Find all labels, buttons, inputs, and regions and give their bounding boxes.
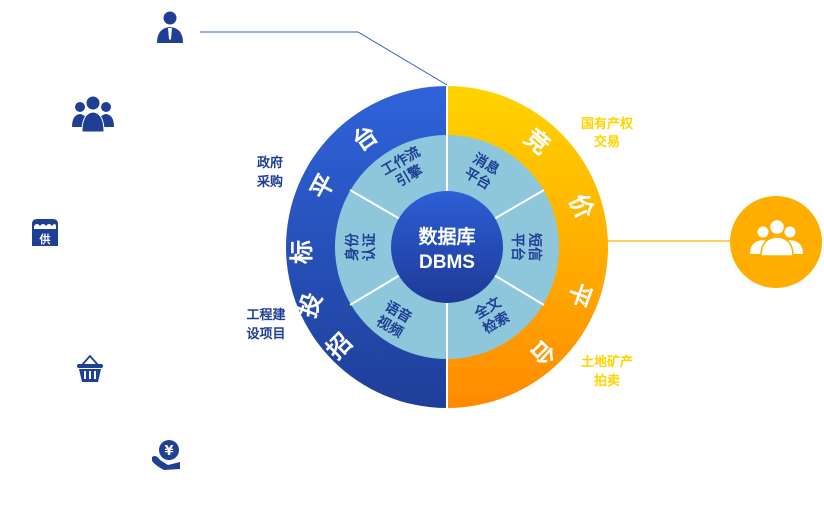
inner-segment-identity-line2: 认证 bbox=[361, 233, 378, 261]
shopping-basket-icon bbox=[77, 354, 103, 382]
center-circle bbox=[391, 191, 503, 303]
inner-ring-dividers bbox=[349, 86, 545, 408]
store-label: 供 bbox=[39, 232, 51, 246]
right-user-group-icon bbox=[730, 196, 822, 288]
side-label-state-property-line2: 交易 bbox=[594, 134, 620, 150]
outer-char-left-3: 标 bbox=[288, 240, 316, 264]
connector-line-top bbox=[200, 31, 448, 86]
yen-hand-icon: ¥ bbox=[152, 440, 180, 470]
center-subtitle: DBMS bbox=[419, 252, 475, 273]
center-title: 数据库 bbox=[418, 225, 475, 248]
side-label-gov-procurement-line1: 政府 bbox=[257, 155, 283, 171]
side-label-gov-procurement-line2: 采购 bbox=[256, 174, 283, 190]
side-label-land-mineral-line2: 拍卖 bbox=[594, 373, 620, 389]
yen-symbol: ¥ bbox=[164, 444, 173, 459]
supply-store-icon: 供 bbox=[32, 219, 58, 246]
side-label-engineering-line1: 工程建 bbox=[246, 307, 285, 323]
side-label-state-property-line1: 国有产权 bbox=[581, 116, 634, 132]
single-user-icon bbox=[157, 11, 183, 43]
inner-segment-identity-line1: 身份 bbox=[344, 232, 361, 261]
side-label-land-mineral-line1: 土地矿产 bbox=[581, 354, 633, 370]
side-label-engineering-line2: 设项目 bbox=[246, 327, 285, 342]
user-group-icon bbox=[72, 96, 114, 133]
inner-segment-sms-line1: 短信 bbox=[526, 233, 543, 261]
inner-segment-sms-line2: 平台 bbox=[509, 233, 526, 261]
